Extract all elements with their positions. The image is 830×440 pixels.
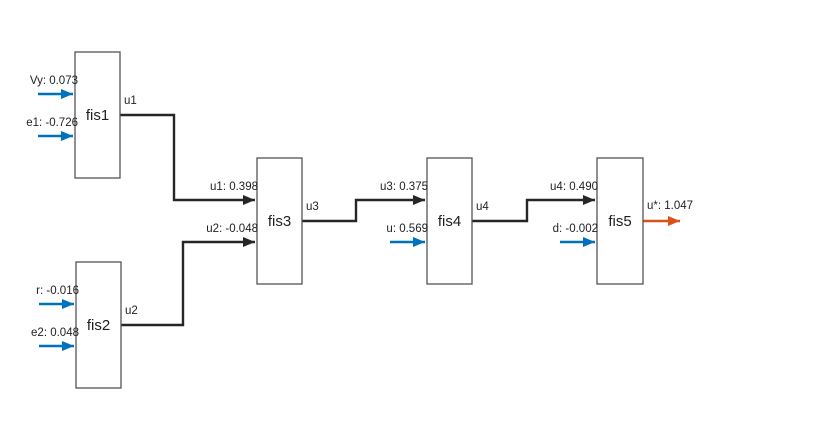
fis5-input-d-label: d: -0.002 <box>553 223 598 235</box>
fis5-block: fis5 <box>596 157 644 285</box>
fis1-block: fis1 <box>74 51 121 179</box>
connection-u1-fis1-to-fis3 <box>120 113 255 205</box>
fis4-rect <box>426 157 473 285</box>
fis2-label: fis2 <box>87 317 110 334</box>
fis1-label: fis1 <box>86 107 109 124</box>
connection-u3-fis3-to-fis4 <box>302 195 425 223</box>
fis2-output-port-label: u2 <box>125 305 138 317</box>
fis3-label: fis3 <box>268 213 291 230</box>
fis3-input-u2-label: u2: -0.048 <box>206 223 258 235</box>
fis2-block: fis2 <box>75 261 122 389</box>
fis4-input-u-label: u: 0.569 <box>386 223 428 235</box>
fis4-block: fis4 <box>426 157 473 285</box>
connection-u4-fis4-to-fis5 <box>472 195 595 223</box>
fis4-output-port-label: u4 <box>476 201 489 213</box>
fis3-input-u1-label: u1: 0.398 <box>210 181 258 193</box>
fis5-input-u4-label: u4: 0.490 <box>550 181 598 193</box>
fis3-output-port-label: u3 <box>306 201 319 213</box>
connection-u2-fis2-to-fis3 <box>121 237 255 327</box>
fis2-input-e2-label: e2: 0.048 <box>31 327 79 339</box>
fis1-rect <box>74 51 121 179</box>
fis4-label: fis4 <box>438 213 461 230</box>
fis3-rect <box>256 157 303 285</box>
fis4-input-u3-label: u3: 0.375 <box>380 181 428 193</box>
fis2-rect <box>75 261 122 389</box>
fis1-output-port-label: u1 <box>124 95 137 107</box>
fis1-input-e1-label: e1: -0.726 <box>26 117 78 129</box>
fis1-input-vy-label: Vy: 0.073 <box>30 75 78 87</box>
fis3-block: fis3 <box>256 157 303 285</box>
fis2-input-r-label: r: -0.016 <box>36 285 79 297</box>
fis5-rect <box>596 157 644 285</box>
fis5-label: fis5 <box>608 213 631 230</box>
fis5-output-value-label: u*: 1.047 <box>647 200 693 212</box>
